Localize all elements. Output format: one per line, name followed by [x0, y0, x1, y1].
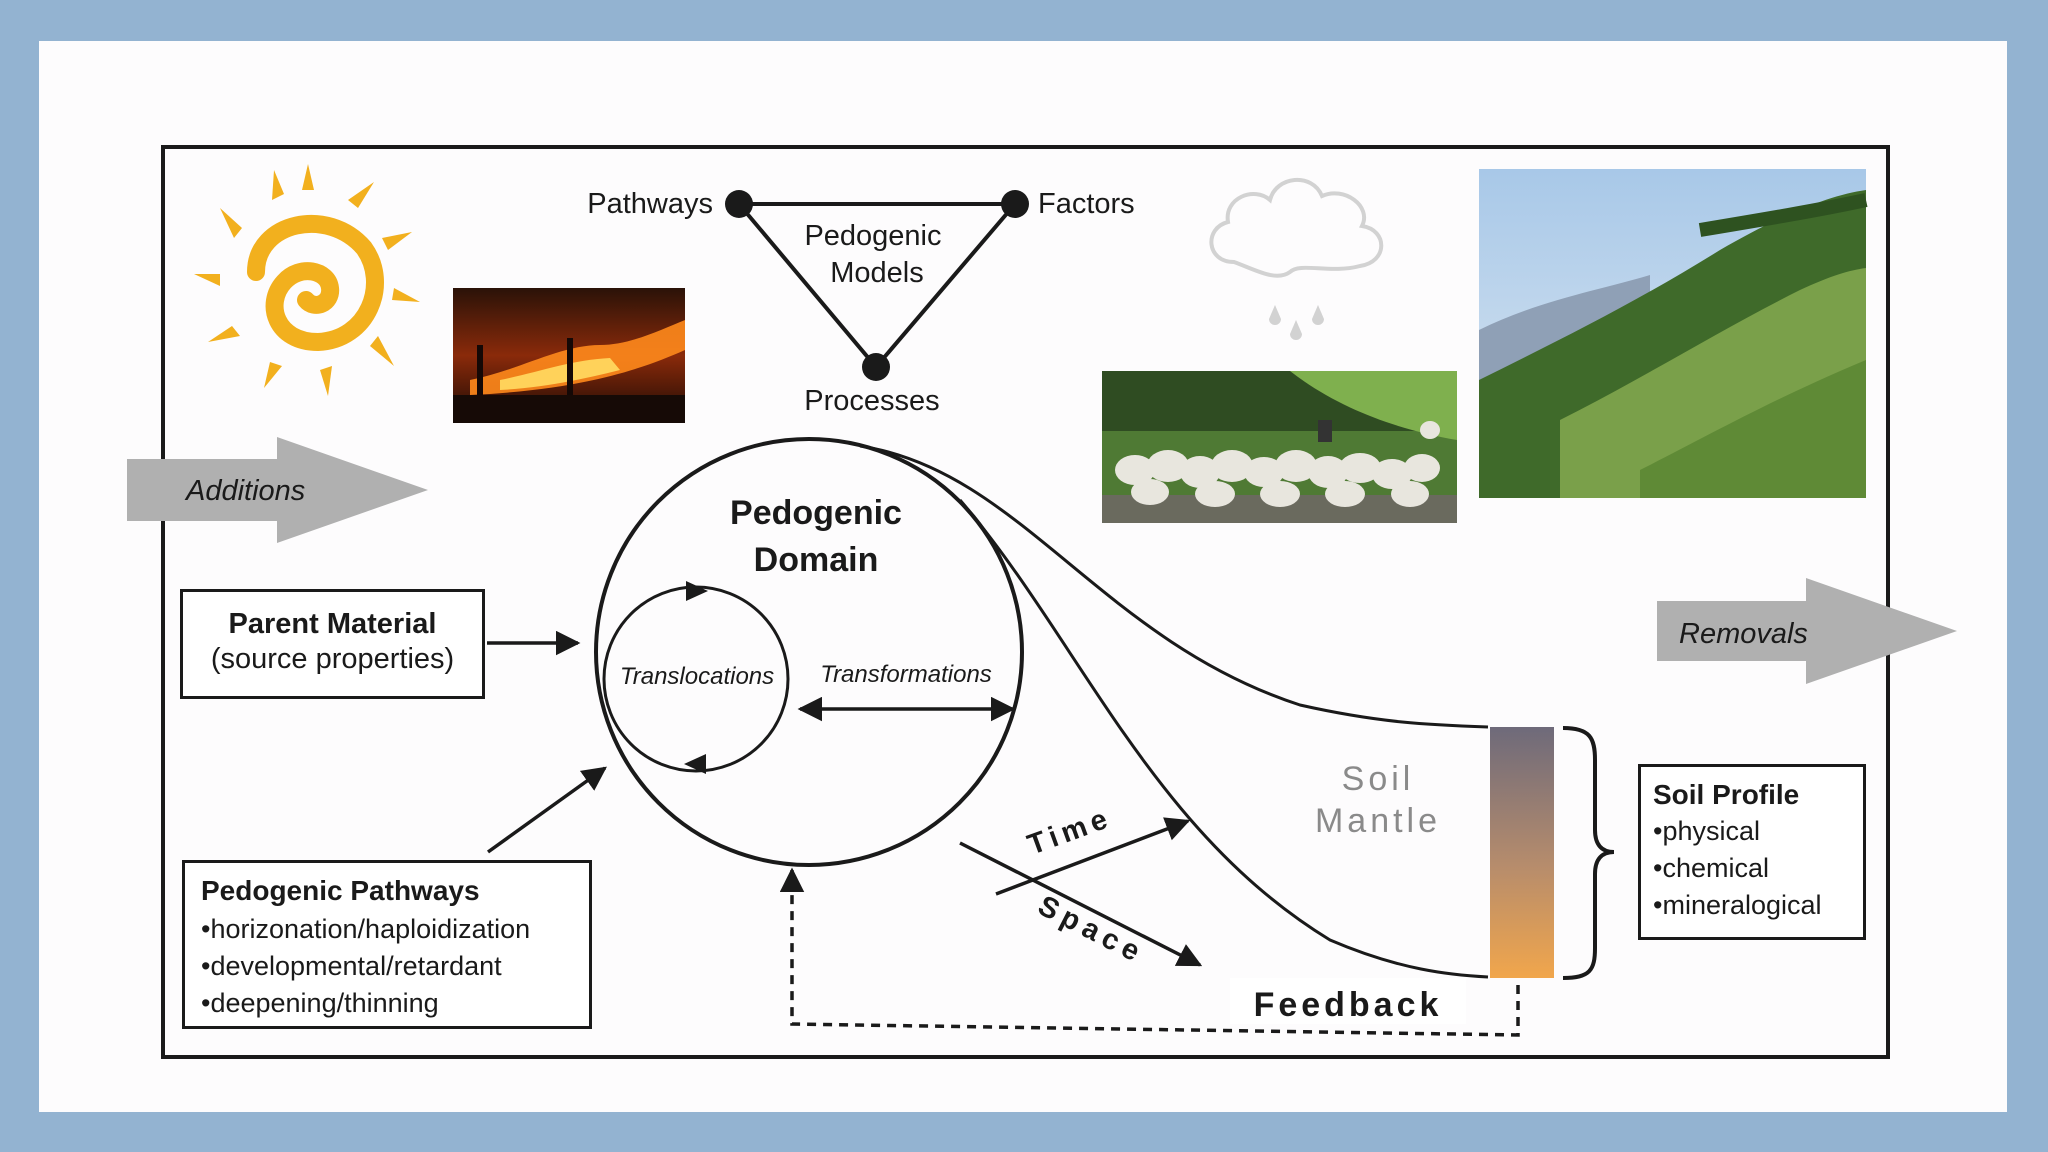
additions-arrow: Additions [127, 437, 428, 543]
soil-profile-title: Soil Profile [1653, 779, 1800, 810]
pedogenic-domain: Pedogenic Domain Translocations Transfor… [594, 437, 1024, 867]
additions-label: Additions [184, 475, 305, 507]
domain-title-line1: Pedogenic [730, 494, 902, 532]
transformations-label: Transformations [820, 661, 992, 688]
sheep-herd-photo [1102, 371, 1457, 523]
removals-label: Removals [1679, 618, 1808, 650]
soil-mantle-lower-curve [958, 499, 1489, 979]
factors-vertex-label: Factors [1038, 188, 1135, 220]
translocations-label: Translocations [620, 663, 774, 690]
processes-node [862, 353, 890, 381]
pathways-arrow [486, 766, 607, 854]
feedback-label-bg [1230, 978, 1466, 1024]
pedogenic-models-label: Pedogenic Models [804, 220, 949, 289]
feedback-label: Feedback [1254, 986, 1443, 1024]
pathway-item-developmental: •developmental/retardant [201, 951, 502, 981]
mountain-landscape-photo [1479, 169, 1868, 498]
parent-material-title: Parent Material [228, 608, 437, 640]
pathway-item-deepening: •deepening/thinning [201, 988, 439, 1018]
soil-mantle-upper-curve [859, 444, 1489, 729]
pathways-node [725, 190, 753, 218]
pathway-item-horizonation: •horizonation/haploidization [201, 914, 531, 944]
pedogenic-pathways-title: Pedogenic Pathways [201, 875, 480, 906]
parent-material-subtitle: (source properties) [210, 643, 455, 675]
feedback-loop [779, 867, 1520, 1037]
profile-item-mineralogical: •mineralogical [1653, 890, 1822, 920]
sun-icon [194, 164, 420, 396]
pedogenic-models-triangle: Pathways Factors Processes Pedogenic Mod… [587, 188, 1134, 417]
pedogenic-pathways-box: Pedogenic Pathways •horizonation/haploid… [182, 860, 592, 1029]
space-arrow [959, 841, 1203, 967]
profile-item-physical: •physical [1653, 816, 1760, 846]
rain-cloud-icon [1209, 178, 1384, 340]
soil-profile-column [1490, 727, 1554, 978]
soil-mantle-line2: Mantle [1315, 802, 1441, 840]
time-arrow [995, 817, 1191, 896]
domain-title-line2: Domain [754, 541, 879, 579]
factors-node [1001, 190, 1029, 218]
processes-vertex-label: Processes [804, 385, 939, 417]
soil-profile-box: Soil Profile •physical •chemical •minera… [1638, 764, 1866, 940]
soil-profile-brace [1562, 726, 1615, 980]
removals-arrow: Removals [1657, 578, 1957, 684]
cycle-arrowhead-bottom [684, 754, 706, 774]
profile-item-chemical: •chemical [1653, 853, 1769, 883]
soil-mantle-line1: Soil [1342, 760, 1415, 798]
diagram-frame [161, 145, 1890, 1059]
wildfire-photo [453, 288, 685, 423]
pathways-vertex-label: Pathways [587, 188, 713, 220]
parent-material-box: Parent Material (source properties) [180, 589, 485, 699]
cycle-arrowhead-top [686, 581, 708, 601]
